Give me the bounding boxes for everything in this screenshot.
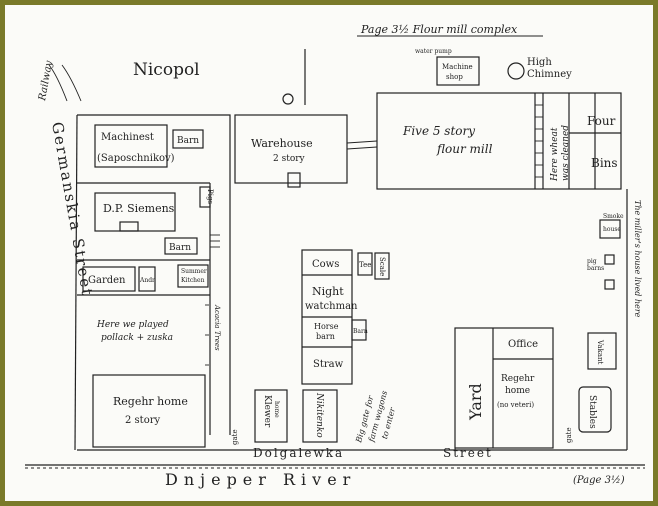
night-label: Night [312,285,344,298]
stables-label: Stables [587,395,597,429]
paper-sheet: Page 3½ Flour mill complex Railway Germa… [5,5,653,501]
regehr-right-note: (no veteri) [497,401,534,409]
garden [82,266,136,292]
street-label: Street [443,446,493,460]
flour-mill-label-2: flour mill [436,142,493,156]
klewer-label: Klewer [262,395,272,428]
site-plan: Page 3½ Flour mill complex Railway Germa… [25,23,645,489]
town-label: Nicopol [133,60,200,80]
germanskia-edge [74,114,78,451]
kitchen-label: Kitchen [181,277,205,284]
wheat-label-2: was cleaned [561,125,571,181]
page-title: Page 3½ Flour mill complex [360,23,518,36]
tee-label: Tee [359,261,371,269]
four-label: Four [587,114,616,128]
railway-label: Railway [37,60,55,103]
nikitenko-label: Nikitenko [314,392,324,438]
barn-mid-label: Barn [169,243,191,253]
barn-top [172,129,204,149]
vakant-label: Vakant [596,339,604,365]
summer-kitchen [177,264,209,288]
yard-label: Yard [466,383,485,421]
straw-label: Straw [313,359,344,370]
machine-shop [436,56,480,86]
barn-small-label: Barn [353,328,368,335]
warehouse-floors: 2 story [273,154,306,164]
regehr-left-label: Regehr home [113,395,188,408]
garden-label: Garden [88,275,126,286]
regehr-right-home: home [505,386,530,396]
bins-label: Bins [591,156,618,170]
flour-mill [376,92,622,190]
machinist-building [94,124,168,168]
played-label-2: pollack + zuska [101,333,173,343]
machine-shop-label: Machine [442,63,473,71]
millers-house-label: The miller's house lived here [633,200,642,318]
house-label: house [603,226,621,233]
river-label: Dnjeper River [165,470,356,489]
high-chimney [507,62,525,80]
chimney-label-2: Chimney [527,69,572,80]
machinist-name: (Saposchnikov) [97,153,175,164]
horse-barn-label: barn [316,332,335,341]
horse-label: Horse [314,322,339,331]
railway-line [48,64,68,102]
watchman-label: watchman [305,301,358,312]
pigs-pen [199,186,211,208]
germanskia-label: Germanskia Street [48,121,97,299]
smoke-label: Smoke [603,213,624,220]
flour-mill-label: Five 5 story [402,124,475,138]
cows-label: Cows [312,259,339,270]
compound-left-outline [77,114,231,435]
machine-shop-label-2: shop [446,73,463,81]
barn-top-label: Barn [177,136,199,146]
footer-page: (Page 3½) [573,475,625,486]
regehr-home-left [92,374,206,448]
machinist-label: Machinest [101,132,154,143]
dp-siemens-label: D.P. Siemens [103,202,175,215]
gate-left-label: gate [231,429,239,445]
well-circle [282,93,294,105]
smoke-house [599,219,621,239]
wheat-label: Here wheat [550,127,560,182]
nikitenko-home [302,389,338,443]
annex [138,266,156,292]
yard-complex [454,327,554,449]
klewer-home-label: home [273,401,280,418]
barn-mid [164,237,198,255]
klewer-home [254,389,288,443]
vakant-building [587,332,617,370]
stables-building [578,386,612,433]
pig-label: pig [587,258,597,265]
office-label: Office [508,339,538,350]
pigs-label: Pigs [206,189,214,204]
regehr-left-floors: 2 story [125,415,160,426]
water-pump-label: water pump [415,48,452,55]
annex-label: Andr [139,277,155,284]
barn-small [351,319,367,341]
chimney-label: High [527,57,552,68]
played-label-1: Here we played [96,320,169,330]
dolgalewka-label: Dolgalewka [253,446,344,460]
warehouse-label: Warehouse [251,137,313,150]
scale-label: Scale [378,257,386,276]
railway-line-2 [61,64,82,102]
barns-label: barns [587,265,604,272]
gate-right-label: gate [565,427,573,443]
regehr-right-label: Regehr [501,374,535,384]
tee-house [357,252,373,276]
scale-house [374,252,390,280]
summer-label: Summer [181,268,207,275]
acacia-label: Acacia Trees [213,304,221,351]
